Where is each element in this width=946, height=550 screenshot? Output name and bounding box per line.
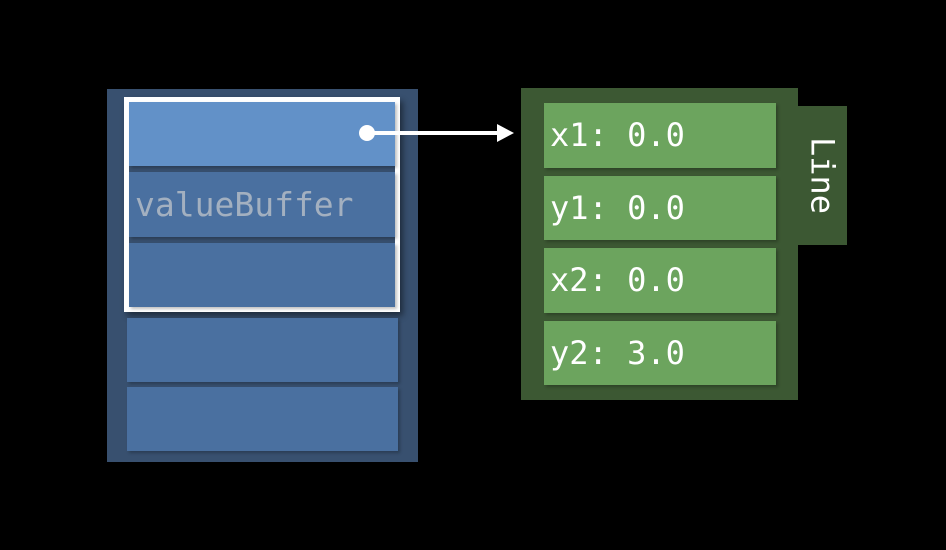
line-object-card: x1: 0.0 y1: 0.0 x2: 0.0 y2: 3.0 <box>521 88 798 400</box>
line-field-x2: x2: 0.0 <box>544 248 776 313</box>
line-field-list: x1: 0.0 y1: 0.0 x2: 0.0 y2: 3.0 <box>544 103 776 385</box>
buffer-cell-active <box>129 102 395 167</box>
line-field-x1-label: x1: 0.0 <box>550 116 685 155</box>
buffer-cell-label: valueBuffer <box>129 172 395 237</box>
value-buffer-label: valueBuffer <box>135 184 354 224</box>
line-field-x1: x1: 0.0 <box>544 103 776 168</box>
line-field-y2-label: y2: 3.0 <box>550 333 685 372</box>
line-class-tab: Line <box>798 106 847 245</box>
buffer-cell-empty-1 <box>129 242 395 307</box>
line-field-y1: y1: 0.0 <box>544 175 776 240</box>
value-buffer-stack: valueBuffer <box>107 89 418 462</box>
line-field-x2-label: x2: 0.0 <box>550 261 685 300</box>
line-class-tab-label: Line <box>803 136 842 215</box>
buffer-highlight-box: valueBuffer <box>124 97 400 312</box>
buffer-cell-empty-2 <box>127 318 398 382</box>
line-field-y2: y2: 3.0 <box>544 320 776 385</box>
buffer-cell-empty-3 <box>127 387 398 451</box>
pointer-arrowhead-icon <box>497 124 514 142</box>
line-field-y1-label: y1: 0.0 <box>550 188 685 227</box>
